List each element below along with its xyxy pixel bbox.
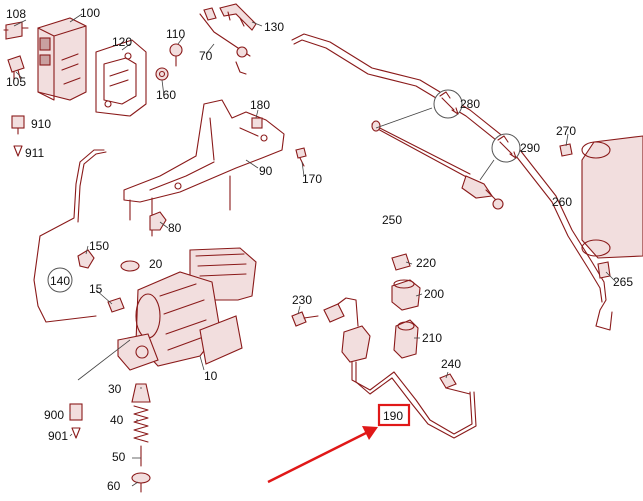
label-900: 900 bbox=[44, 408, 64, 422]
part-160-grommet bbox=[155, 67, 169, 81]
part-240-clip bbox=[439, 373, 471, 395]
part-120-bracket bbox=[95, 39, 147, 117]
highlight-arrow bbox=[267, 426, 378, 484]
part-170-bolt bbox=[295, 147, 307, 167]
label-901: 901 bbox=[48, 429, 68, 443]
part-230-bolt bbox=[291, 311, 319, 327]
label-130: 130 bbox=[264, 20, 284, 34]
label-108: 108 bbox=[6, 7, 26, 21]
part-220-clamp bbox=[391, 253, 411, 271]
part-110-screw bbox=[169, 43, 183, 67]
label-240: 240 bbox=[441, 357, 461, 371]
highlight-box-190 bbox=[377, 403, 411, 427]
part-30-cap bbox=[131, 383, 151, 403]
part-900-block bbox=[69, 403, 83, 421]
part-60-base bbox=[131, 472, 151, 493]
part-260-reservoir bbox=[581, 135, 643, 259]
part-10-compressor bbox=[117, 247, 257, 371]
label-150: 150 bbox=[89, 239, 109, 253]
label-50: 50 bbox=[112, 450, 126, 464]
part-911-pin bbox=[13, 145, 23, 157]
label-230: 230 bbox=[292, 293, 312, 307]
part-108-plug bbox=[3, 21, 29, 40]
wrench-icon bbox=[439, 91, 459, 115]
label-210: 210 bbox=[422, 331, 442, 345]
label-260: 260 bbox=[552, 195, 572, 209]
part-20-washer bbox=[120, 260, 140, 272]
label-911: 911 bbox=[25, 146, 44, 160]
part-190-line-assembly bbox=[323, 297, 477, 439]
part-labels: 108 100 105 910 911 120 110 160 70 130 1… bbox=[6, 6, 633, 493]
label-70: 70 bbox=[199, 49, 213, 63]
callout-280-wrench bbox=[433, 89, 463, 119]
label-80: 80 bbox=[168, 221, 182, 235]
part-80-clip bbox=[149, 211, 167, 231]
wrench-icon bbox=[497, 135, 517, 159]
label-110: 110 bbox=[166, 27, 185, 41]
label-200: 200 bbox=[424, 287, 444, 301]
part-210-valve bbox=[393, 319, 419, 359]
part-90-mounting-bracket bbox=[123, 99, 285, 237]
label-290: 290 bbox=[520, 141, 540, 155]
label-105: 105 bbox=[6, 75, 26, 89]
label-100: 100 bbox=[80, 6, 100, 20]
label-220: 220 bbox=[416, 256, 436, 270]
label-10: 10 bbox=[204, 369, 218, 383]
label-140: 140 bbox=[50, 274, 70, 288]
part-280-rod bbox=[371, 120, 473, 181]
part-910-clip bbox=[11, 115, 25, 135]
label-60: 60 bbox=[107, 479, 121, 493]
part-15-fitting bbox=[107, 297, 125, 313]
label-180: 180 bbox=[250, 98, 270, 112]
label-270: 270 bbox=[556, 124, 576, 138]
part-290-fitting bbox=[461, 175, 504, 210]
label-170: 170 bbox=[302, 172, 322, 186]
label-160: 160 bbox=[156, 88, 176, 102]
label-15: 15 bbox=[89, 282, 103, 296]
part-40-spring bbox=[133, 405, 149, 443]
part-270-nut bbox=[559, 143, 573, 157]
label-190: 190 bbox=[383, 409, 403, 423]
label-40: 40 bbox=[110, 413, 124, 427]
part-105-connector bbox=[7, 55, 25, 81]
part-200-sensor bbox=[391, 279, 421, 311]
part-100-control-unit bbox=[37, 17, 87, 101]
callout-140-circle bbox=[47, 267, 73, 293]
label-910: 910 bbox=[31, 117, 51, 131]
leader-lines bbox=[13, 13, 617, 487]
part-150-clip bbox=[77, 249, 95, 269]
label-250: 250 bbox=[382, 213, 402, 227]
part-265-valve bbox=[597, 261, 611, 279]
part-140-pipe bbox=[33, 149, 107, 323]
callout-290-wrench bbox=[491, 133, 521, 163]
part-180-nut bbox=[251, 117, 263, 129]
part-130-holder bbox=[219, 3, 257, 31]
label-90: 90 bbox=[259, 164, 273, 178]
part-250-air-line bbox=[291, 33, 613, 331]
label-120: 120 bbox=[112, 35, 132, 49]
part-70-rod bbox=[199, 7, 251, 75]
label-265: 265 bbox=[613, 275, 633, 289]
label-20: 20 bbox=[149, 257, 163, 271]
part-901-pin bbox=[71, 427, 81, 439]
label-30: 30 bbox=[108, 382, 122, 396]
label-280: 280 bbox=[460, 97, 480, 111]
